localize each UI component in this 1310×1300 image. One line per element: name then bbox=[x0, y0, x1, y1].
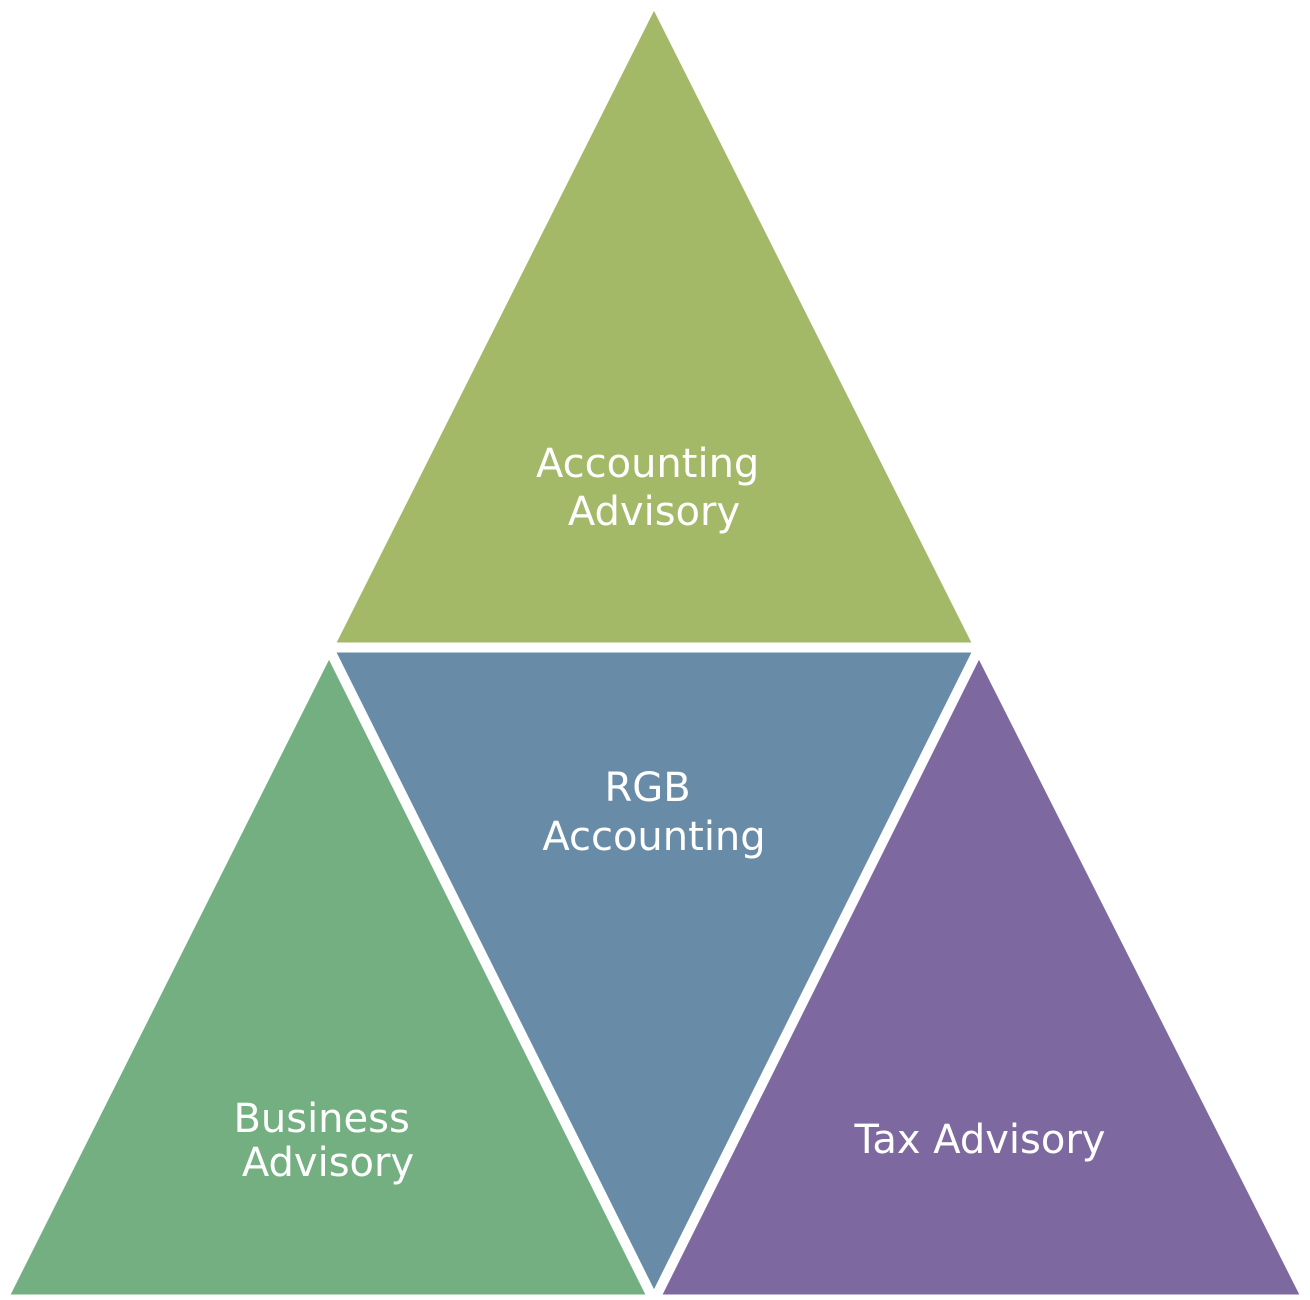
label-tax-advisory: Tax Advisory bbox=[854, 1117, 1106, 1163]
triangle-accounting-advisory bbox=[325, 0, 983, 650]
label-business-advisory: Business Advisory bbox=[233, 1096, 422, 1186]
triangle-business-advisory bbox=[0, 644, 656, 1300]
label-rgb-accounting: RGB Accounting bbox=[542, 765, 765, 860]
label-accounting-advisory: Accounting Advisory bbox=[536, 441, 772, 535]
triangle-tax-advisory bbox=[652, 644, 1310, 1300]
